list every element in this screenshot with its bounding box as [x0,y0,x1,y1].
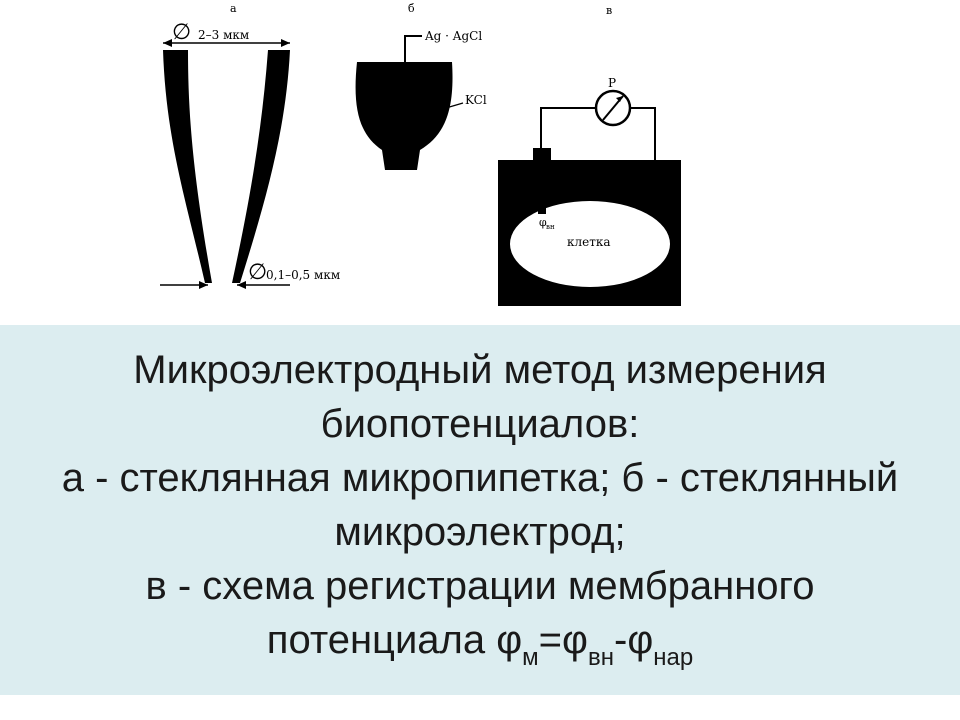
diameter-symbol-tip: ∅ [248,260,267,285]
tip-diameter-label: 0,1–0,5 мкм [266,268,340,282]
circuit-wire-left [540,107,595,150]
caption-panel: Микроэлектродный метод измерения биопоте… [0,325,960,695]
panel-b-letter: б [408,2,415,15]
wire-label: Ag · AgCl [424,29,482,43]
panel-v-recording-scheme: в P φ вн клетка [498,4,681,306]
cell-ellipse [510,201,670,287]
formula-phi-m: φ [496,618,523,662]
formula-sub-m: м [522,644,539,671]
formula-sub-vn: вн [587,644,614,671]
kcl-label: KCl [465,93,487,107]
panel-b-microelectrode: б Ag · AgCl KCl [355,2,487,170]
diameter-symbol-top: ∅ [172,20,191,45]
formula-phi-nar: φ [627,618,654,662]
diagram-figure: а ∅ 2–3 мкм ∅ 0,1–0,5 мкм б Ag · AgCl KC… [160,2,681,306]
kcl-leader-line [445,102,464,109]
panel-v-letter: в [606,4,612,17]
phi-inside-symbol: φ [539,216,547,229]
caption-line-2: а - стеклянная микропипетка; б - стеклян… [61,456,899,554]
microelectrode-shaft [538,160,546,210]
tip-arrow-left-icon [199,281,208,289]
caption-line-1: Микроэлектродный метод измерения биопоте… [133,348,827,446]
tip-arrow-right-icon [237,281,246,289]
top-diameter-label: 2–3 мкм [198,28,249,42]
electrode-body [355,62,453,170]
meter-label: P [608,76,616,90]
formula-sub-nar: нар [653,644,694,671]
arrow-left-icon [163,39,172,47]
caption-text: Микроэлектродный метод измерения биопоте… [40,343,920,670]
voltmeter-needle-arrow [616,96,623,102]
pipette-right-wall [232,50,290,283]
formula-phi-vn: φ [562,618,588,662]
electrode-holder [533,148,551,162]
pipette-left-wall [163,50,212,283]
electrode-wire [404,35,422,62]
caption-line-3: в - схема регистрации мембранного потенц… [145,564,815,662]
phi-inside-subscript: вн [546,223,555,231]
panel-a-letter: а [230,2,237,15]
formula-equals: = [538,618,563,662]
formula-minus: - [613,618,628,662]
arrow-right-icon [281,39,290,47]
microelectrode-tip [538,200,546,214]
cell-label: клетка [567,235,611,249]
circuit-wire-right [631,107,656,160]
panel-a-micropipette: а ∅ 2–3 мкм ∅ 0,1–0,5 мкм [160,2,340,289]
